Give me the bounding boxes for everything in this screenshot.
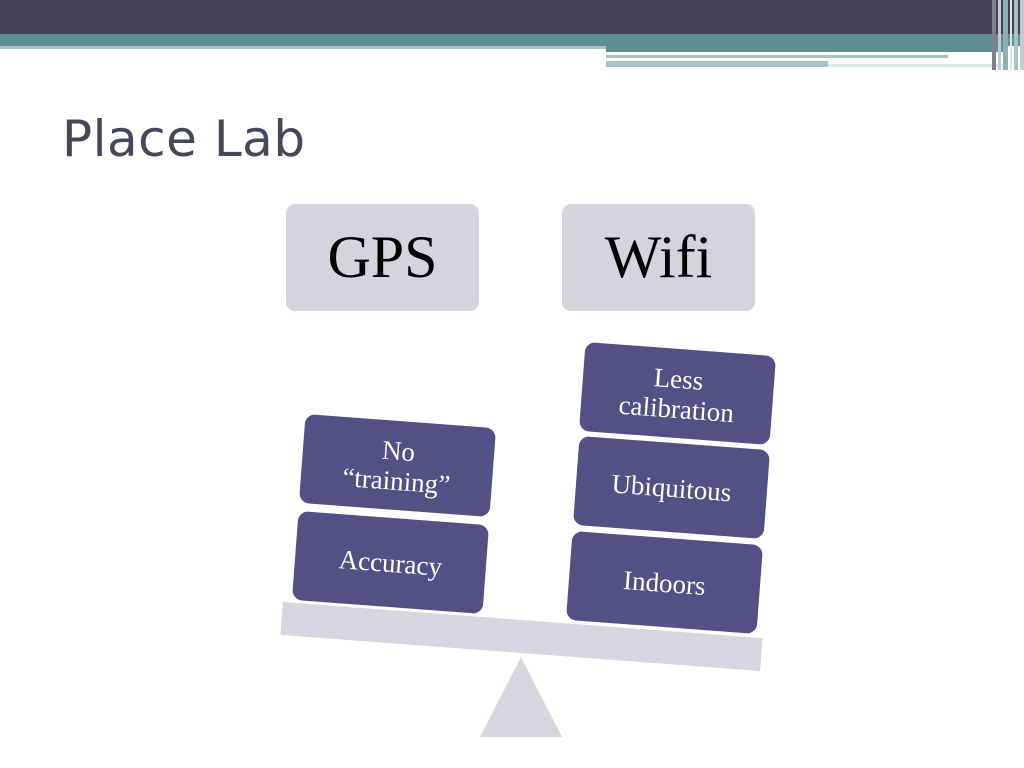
block-ubiquitous: Ubiquitous bbox=[572, 435, 771, 540]
block-indoors: Indoors bbox=[565, 530, 764, 635]
block-accuracy: Accuracy bbox=[291, 510, 490, 615]
header-right-stripes bbox=[992, 0, 1024, 70]
block-less-calibration: Less calibration bbox=[578, 341, 777, 446]
header-decor-line bbox=[606, 55, 948, 58]
header-accent-band bbox=[0, 34, 1024, 46]
header-decor-line bbox=[606, 61, 828, 67]
balance-fulcrum bbox=[480, 657, 562, 737]
slide-title: Place Lab bbox=[62, 110, 306, 168]
gps-header-box: GPS bbox=[286, 204, 479, 311]
header-decor-line bbox=[828, 64, 1008, 67]
header-band bbox=[0, 0, 1024, 34]
block-no-training: No “training” bbox=[298, 413, 497, 518]
header-decor-line bbox=[606, 46, 1006, 52]
header-decor-line bbox=[0, 46, 606, 49]
wifi-header-box: Wifi bbox=[562, 204, 755, 311]
